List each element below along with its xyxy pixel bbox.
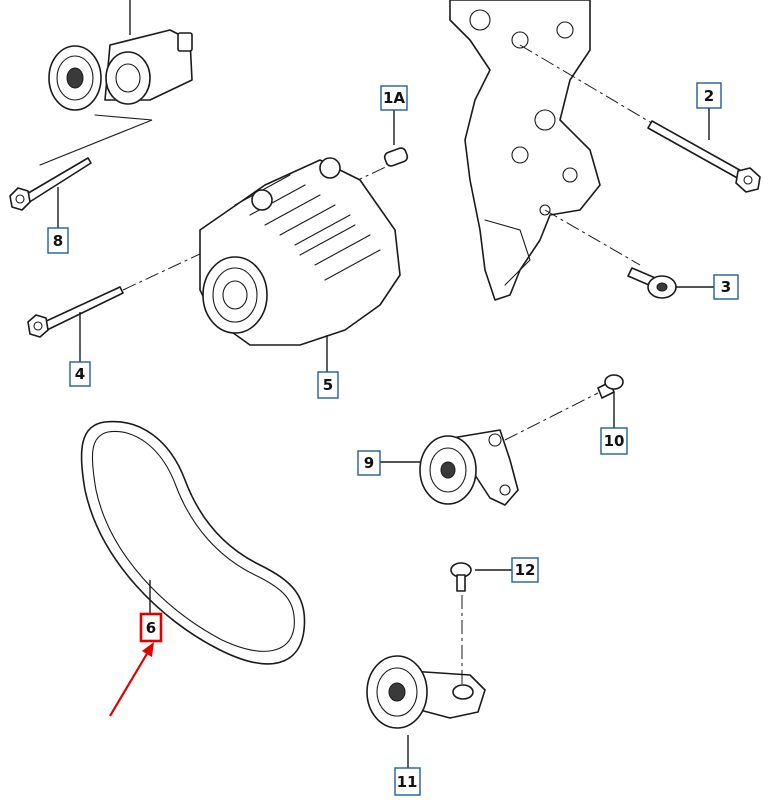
callout-2[interactable]: 2	[696, 82, 722, 109]
bolt-10	[597, 374, 624, 428]
callout-label: 12	[515, 561, 536, 579]
bolt-2	[647, 108, 761, 193]
callout-1A[interactable]: 1A	[380, 85, 408, 111]
callout-label: 1A	[383, 89, 405, 107]
callout-12[interactable]: 12	[511, 557, 539, 583]
highlight-arrow-icon	[109, 642, 154, 717]
dowel-1A	[383, 110, 409, 167]
callout-4[interactable]: 4	[69, 361, 91, 387]
callout-label: 4	[75, 365, 85, 383]
callout-label: 10	[604, 432, 625, 450]
callout-8[interactable]: 8	[47, 227, 69, 254]
callout-3[interactable]: 3	[713, 274, 739, 300]
callout-label: 3	[721, 278, 731, 296]
callout-9[interactable]: 9	[357, 450, 381, 476]
callout-11[interactable]: 11	[394, 767, 421, 796]
bolt-12	[450, 562, 512, 592]
idler-pulley-9	[380, 392, 599, 506]
callout-label: 11	[397, 773, 418, 791]
callout-6[interactable]: 6	[139, 612, 163, 643]
drive-belt-6	[80, 420, 306, 665]
callout-5[interactable]: 5	[317, 371, 339, 399]
alternator-5	[199, 157, 401, 372]
callout-label: 6	[146, 619, 156, 637]
callout-label: 8	[53, 232, 63, 250]
callout-label: 5	[323, 376, 333, 394]
callout-label: 2	[704, 87, 714, 105]
bolt-8	[9, 157, 92, 228]
callout-label: 9	[364, 454, 374, 472]
mounting-bracket	[449, 0, 656, 301]
idler-pulley-11	[366, 595, 486, 768]
bolt-3	[627, 267, 714, 299]
belt-tensioner-assembly	[39, 0, 193, 166]
callout-10[interactable]: 10	[600, 427, 628, 455]
